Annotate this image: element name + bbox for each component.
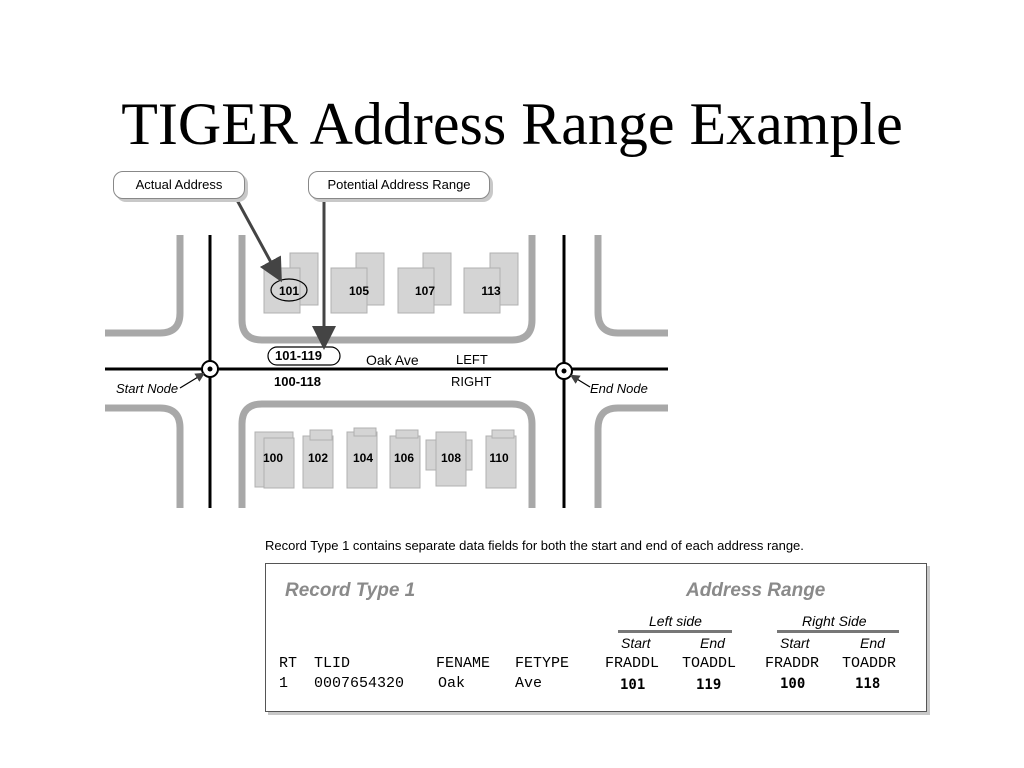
column-header: FENAME	[436, 655, 491, 672]
house-number: 100	[262, 451, 284, 465]
right-address-range: 100-118	[274, 374, 321, 389]
cell-value: 1	[279, 675, 289, 692]
right-side-heading: Right Side	[802, 613, 867, 629]
house-number: 110	[489, 451, 509, 465]
column-header: TOADDR	[842, 655, 897, 672]
house-number: 107	[414, 284, 436, 298]
page-title: TIGER Address Range Example	[121, 91, 903, 157]
house-number: 113	[481, 284, 501, 298]
right-start-label: Start	[780, 635, 810, 651]
record-type-table: Record Type 1 Address Range Left side Ri…	[265, 563, 927, 712]
cell-value: 119	[696, 677, 722, 693]
left-end-label: End	[700, 635, 725, 651]
column-header: TLID	[314, 655, 351, 672]
potential-range-callout: Potential Address Range	[308, 171, 490, 199]
right-end-label: End	[860, 635, 885, 651]
left-side-underline	[618, 630, 732, 633]
house-number: 105	[348, 284, 370, 298]
end-node-label: End Node	[590, 381, 648, 396]
column-header: RT	[279, 655, 298, 672]
actual-address-callout: Actual Address	[113, 171, 245, 199]
right-side-label: RIGHT	[451, 374, 492, 389]
column-header: FRADDR	[765, 655, 820, 672]
cell-value: 100	[780, 676, 806, 692]
column-header: FETYPE	[515, 655, 570, 672]
left-address-range: 101-119	[275, 348, 322, 363]
cell-value: 118	[855, 676, 881, 692]
cell-value: Oak	[438, 675, 466, 692]
start-node-label: Start Node	[116, 381, 179, 396]
record-caption: Record Type 1 contains separate data fie…	[265, 538, 804, 553]
left-side-label: LEFT	[456, 352, 488, 367]
curb-lines	[105, 235, 668, 508]
house-number: 108	[440, 451, 462, 465]
cell-value: 0007654320	[314, 675, 405, 692]
street-name: Oak Ave	[366, 352, 419, 368]
road-centerlines	[105, 235, 668, 508]
house-number: 102	[307, 451, 329, 465]
column-header: TOADDL	[682, 655, 737, 672]
houses-bottom	[254, 427, 517, 489]
right-side-underline	[777, 630, 899, 633]
house-number: 106	[393, 451, 415, 465]
actual-address-label: Actual Address	[135, 177, 223, 192]
cell-value: Ave	[515, 675, 543, 692]
column-header: FRADDL	[605, 655, 660, 672]
potential-range-label: Potential Address Range	[327, 177, 471, 192]
address-range-heading: Address Range	[686, 580, 826, 601]
nodes	[201, 360, 573, 380]
left-start-label: Start	[621, 635, 651, 651]
left-side-heading: Left side	[649, 613, 702, 629]
house-number: 104	[352, 451, 374, 465]
cell-value: 101	[620, 677, 646, 693]
house-number: 101	[278, 284, 300, 298]
record-heading: Record Type 1	[285, 580, 416, 601]
